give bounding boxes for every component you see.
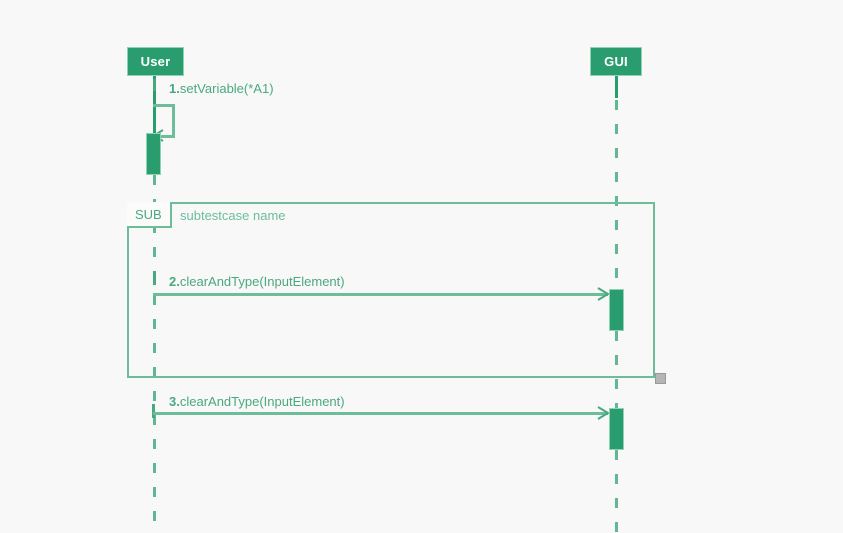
lifeline-gui-solid-head — [615, 76, 618, 98]
message-2-number: 2. — [169, 274, 180, 289]
message-1-segment-top[interactable] — [153, 104, 175, 107]
message-2-line[interactable] — [153, 293, 608, 296]
fragment-operator-label: SUB — [135, 206, 162, 222]
message-3-arrowhead — [597, 406, 610, 420]
participant-user[interactable]: User — [127, 47, 184, 76]
combined-fragment-sub[interactable] — [127, 202, 655, 378]
fragment-name-label: subtestcase name — [180, 208, 286, 223]
activation-bar-gui-2[interactable] — [609, 408, 624, 450]
lifeline-gui-dashed-lower[interactable] — [615, 450, 618, 533]
activation-bar-user-1[interactable] — [146, 133, 161, 175]
participant-gui[interactable]: GUI — [590, 47, 642, 76]
message-3-number: 3. — [169, 394, 180, 409]
message-2-source-tick — [153, 271, 156, 285]
message-1-segment-right[interactable] — [172, 104, 175, 138]
lifeline-gui-dashed-upper[interactable] — [615, 100, 618, 289]
message-1-name: setVariable(*A1) — [179, 81, 274, 96]
message-2-arrowhead — [597, 287, 610, 301]
message-2-label[interactable]: 2.clearAndType(InputElement) — [169, 275, 345, 288]
lifeline-user-dashed[interactable] — [153, 175, 156, 533]
participant-gui-label: GUI — [604, 54, 628, 69]
fragment-resize-handle[interactable] — [655, 373, 666, 384]
message-1-number: 1. — [169, 81, 180, 96]
activation-bar-gui-1[interactable] — [609, 289, 624, 331]
message-1-source-tick — [153, 79, 156, 91]
message-3-name: clearAndType(InputElement) — [179, 394, 345, 409]
fragment-operator-box[interactable]: SUB — [127, 202, 172, 228]
lifeline-gui-dashed-middle[interactable] — [615, 331, 618, 408]
message-2-name: clearAndType(InputElement) — [179, 274, 345, 289]
message-1-segment-bottom[interactable] — [158, 135, 175, 138]
message-3-line[interactable] — [153, 412, 608, 415]
message-3-label[interactable]: 3.clearAndType(InputElement) — [169, 395, 345, 408]
message-3-source-tick — [152, 404, 155, 418]
message-1-label[interactable]: 1.setVariable(*A1) — [169, 82, 274, 95]
participant-user-label: User — [140, 54, 171, 69]
